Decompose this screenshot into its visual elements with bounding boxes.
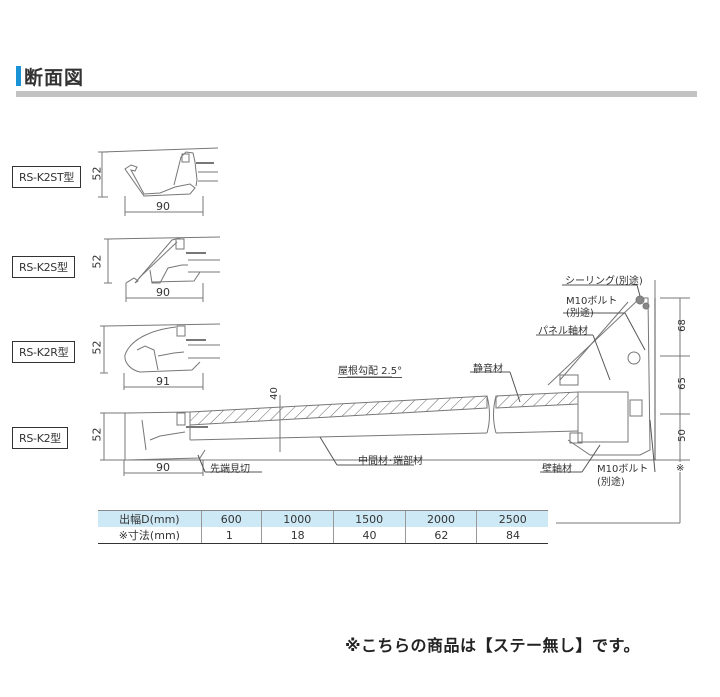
- middle-end-label: 中間材･端部材: [358, 456, 423, 467]
- thickness-dim: 40: [268, 387, 280, 400]
- dim-68: 68: [676, 319, 688, 332]
- title-divider: [16, 91, 697, 97]
- spec-col: 2000: [404, 510, 477, 527]
- spec-table-header-row: 出幅D(mm) 600 1000 1500 2000 2500: [98, 510, 548, 527]
- spec-col: 2500: [476, 510, 548, 527]
- profile-rs-k2s: [104, 236, 221, 302]
- spec-col: 1000: [260, 510, 334, 527]
- dim-width-rs-k2st: 90: [156, 200, 170, 213]
- silencer-label: 静音材: [473, 364, 503, 375]
- sealing-label: シーリング(別途): [565, 276, 643, 287]
- spec-value: 84: [476, 527, 548, 544]
- profile-rs-k2st: [98, 147, 219, 216]
- dim-note-mark: ※: [676, 463, 685, 474]
- title-accent-bar: [16, 66, 21, 86]
- spec-col: 600: [200, 510, 262, 527]
- dim-width-rs-k2s: 90: [156, 286, 170, 299]
- model-label-rs-k2st: RS-K2ST型: [12, 166, 82, 188]
- dim-50: 50: [676, 429, 688, 442]
- model-label-rs-k2r: RS-K2R型: [12, 341, 76, 363]
- bolt-top-note: (別途): [566, 308, 594, 319]
- dim-65: 65: [676, 377, 688, 390]
- profile-rs-k2r: [100, 323, 221, 390]
- footer-note: ※こちらの商品は【ステー無し】です。: [345, 636, 640, 655]
- dim-height-rs-k2st: 52: [90, 166, 104, 181]
- bolt-top-label: M10ボルト: [566, 296, 618, 307]
- dim-width-rs-k2: 90: [156, 461, 170, 474]
- spec-table-value-row: ※寸法(mm) 1 18 40 62 84: [98, 527, 548, 544]
- dim-height-rs-k2s: 52: [90, 254, 104, 269]
- profile-rs-k2: [100, 280, 690, 524]
- dim-height-rs-k2: 52: [90, 427, 104, 442]
- roof-pitch-label: 屋根勾配 2.5°: [338, 362, 403, 378]
- wall-frame-label: 壁軸材: [542, 464, 572, 475]
- section-title: 断面図: [16, 63, 84, 89]
- spec-value: 1: [200, 527, 262, 544]
- dim-width-rs-k2r: 91: [156, 375, 170, 388]
- panel-frame-label: パネル軸材: [538, 326, 588, 337]
- bolt-bottom-label: M10ボルト: [597, 464, 649, 475]
- dim-height-rs-k2r: 52: [90, 340, 104, 355]
- spec-col: 1500: [332, 510, 406, 527]
- model-label-rs-k2: RS-K2型: [12, 427, 69, 449]
- model-label-rs-k2s: RS-K2S型: [12, 256, 75, 278]
- spec-value: 18: [260, 527, 334, 544]
- spec-header-label: 出幅D(mm): [98, 510, 202, 527]
- page-title: 断面図: [24, 66, 85, 89]
- spec-value: 40: [332, 527, 406, 544]
- tip-cover-label: 先端見切: [210, 464, 250, 475]
- spec-value: 62: [404, 527, 477, 544]
- bolt-bottom-note: (別途): [597, 477, 625, 488]
- spec-row-label: ※寸法(mm): [98, 527, 202, 544]
- spec-table: 出幅D(mm) 600 1000 1500 2000 2500 ※寸法(mm) …: [98, 510, 548, 544]
